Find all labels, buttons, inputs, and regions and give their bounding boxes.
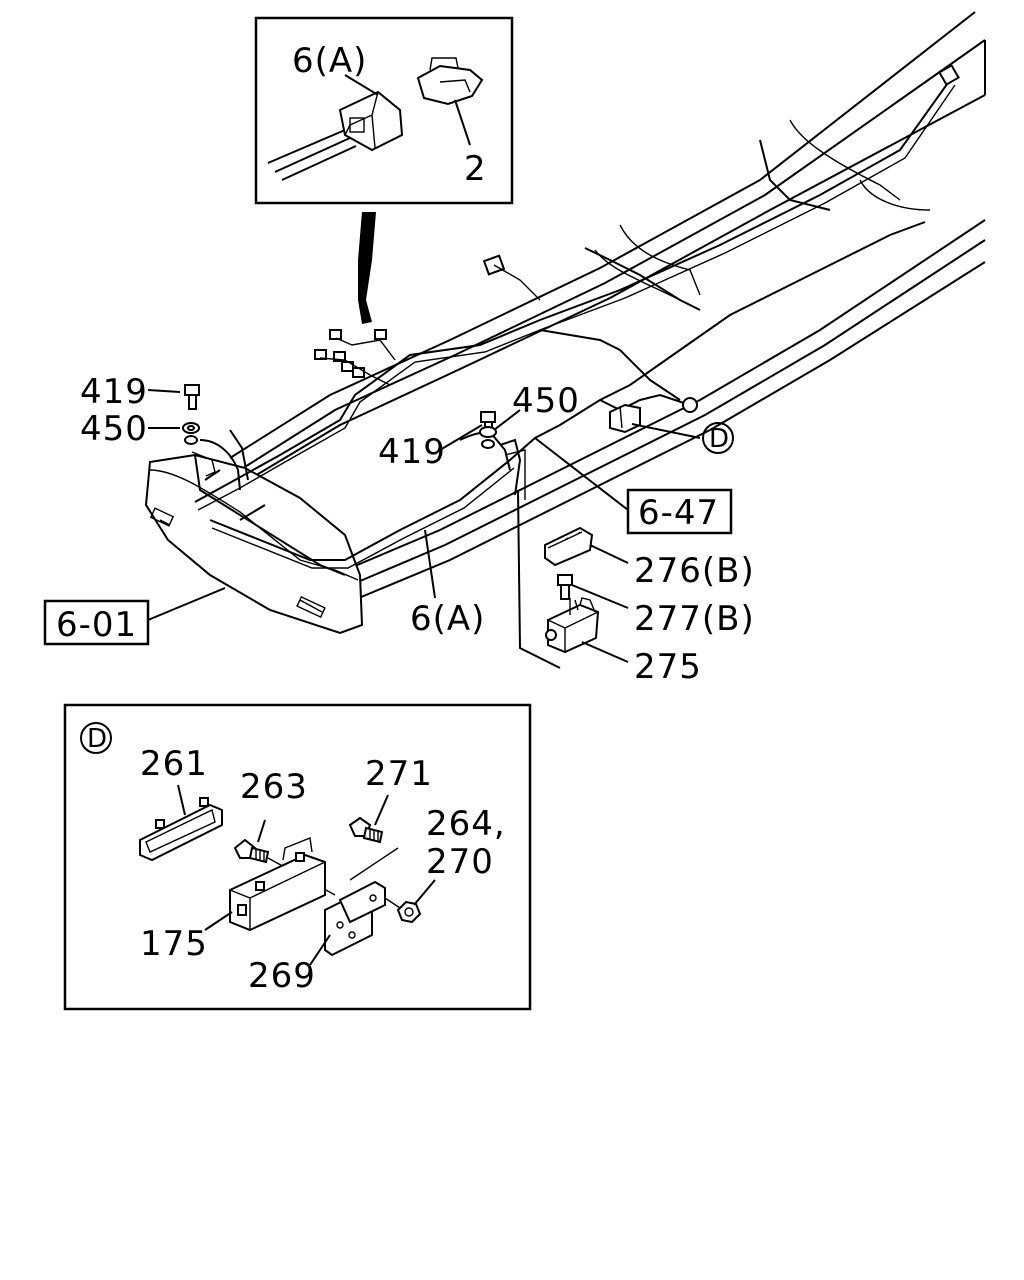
label-270: 270 (426, 842, 494, 882)
leader-419-mid (439, 424, 483, 451)
detail-d-circle (80, 722, 112, 754)
leader-269 (309, 934, 331, 966)
ref-label-6-47: 6-47 (638, 493, 719, 533)
leader-261 (177, 784, 186, 816)
label-271: 271 (365, 754, 433, 794)
label-inset-6a: 6(A) (292, 41, 367, 81)
label-6a-mid: 6(A) (410, 599, 485, 639)
callout-d-circle (702, 422, 734, 454)
label-175: 175 (140, 924, 208, 964)
ref-label-6-01: 6-01 (56, 605, 137, 645)
leader-450-mid (493, 409, 521, 431)
label-275: 275 (634, 647, 702, 687)
washer-450-mid (479, 426, 497, 438)
bolt-419-left (184, 384, 200, 410)
detail-d-letter: D (87, 724, 107, 754)
callout-d-letter: D (709, 424, 729, 454)
connector-inset: 6(A) 2 (254, 16, 514, 205)
label-450-mid: 450 (512, 381, 580, 421)
leader-6a-mid (424, 529, 436, 599)
leader-419-left (147, 389, 181, 393)
leader-6-47 (534, 437, 629, 511)
leader-175 (204, 911, 233, 931)
label-276b: 276(B) (634, 551, 755, 591)
bolt-263 (233, 838, 270, 864)
label-419-mid: 419 (378, 432, 446, 472)
wire-harness (191, 64, 960, 669)
axis-271 (349, 847, 399, 881)
ref-box-6-01 (43, 599, 150, 646)
leader-263 (257, 819, 266, 843)
bolt-271 (348, 816, 384, 844)
label-419-left: 419 (80, 372, 148, 412)
label-269: 269 (248, 956, 316, 996)
label-261: 261 (140, 744, 208, 784)
nut-left (184, 435, 198, 445)
nut-264-270 (396, 900, 422, 924)
nut-mid (481, 439, 495, 449)
inset-pointer-arrow (358, 212, 376, 324)
leader-callout-d (631, 423, 701, 439)
leader-6-01 (147, 587, 226, 621)
washer-450-left-hole (187, 425, 195, 431)
cover-276b (544, 526, 594, 567)
cover-261 (139, 797, 223, 862)
ref-box-6-47 (626, 488, 733, 535)
leader-271 (374, 794, 389, 826)
detail-d-inset: D 261 263 175 (63, 703, 532, 1011)
screw-277b (557, 574, 573, 600)
leader-277b (571, 584, 629, 609)
block-275 (545, 597, 600, 654)
label-inset-2: 2 (464, 149, 487, 189)
clip-part (609, 403, 641, 434)
leader-264-270 (413, 879, 436, 906)
leader-275 (581, 641, 629, 663)
label-277b: 277(B) (634, 599, 755, 639)
leader-276b (589, 544, 629, 564)
plate-269 (324, 880, 386, 957)
axis-nut (384, 897, 401, 909)
label-264: 264, (426, 804, 506, 844)
block-175 (229, 837, 326, 932)
label-263: 263 (240, 767, 308, 807)
label-450-left: 450 (80, 409, 148, 449)
chassis-frame (144, 11, 986, 635)
